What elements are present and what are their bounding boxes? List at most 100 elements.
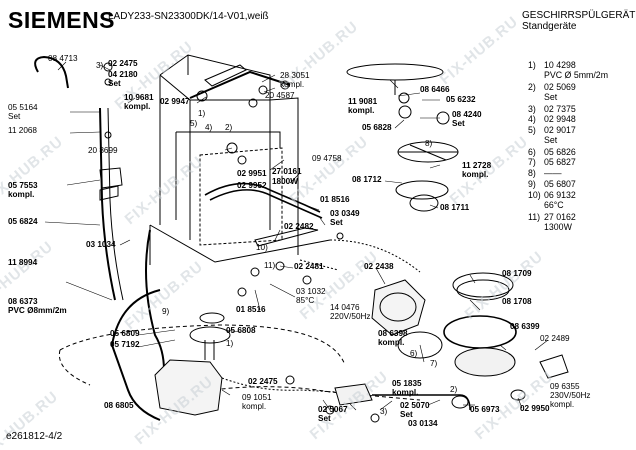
part-number-label[interactable]: 08 4713 [48, 54, 78, 63]
part-number-label[interactable]: 01 8516 [236, 305, 266, 314]
level-sensor [539, 354, 569, 379]
fill-hose-top [34, 55, 69, 89]
motor-face [379, 292, 417, 322]
legend-line: 05 6827 [544, 157, 576, 167]
part-number-label[interactable]: 05 5164 [8, 103, 38, 112]
part-number-label[interactable]: 05 6808 [226, 326, 256, 335]
small-part-14 [248, 98, 258, 108]
legend-line: 05 6826 [544, 147, 576, 157]
part-number-label[interactable]: 02 2475 [108, 59, 138, 68]
part-number-label[interactable]: 08 6373 [8, 297, 38, 306]
part-number-label[interactable]: 09 6355 [550, 382, 580, 391]
part-number-label[interactable]: 03 0349 [330, 209, 360, 218]
part-number-label[interactable]: 02 9951 [237, 169, 267, 178]
part-number-label[interactable]: 05 6232 [446, 95, 476, 104]
footnote-marker: 4) [205, 123, 213, 132]
small-part-3 [237, 155, 247, 165]
part-number-label[interactable]: 03 0134 [408, 419, 438, 428]
part-number-label[interactable]: 08 1708 [502, 297, 532, 306]
legend-num: 5) [528, 125, 536, 135]
part-number-label[interactable]: 10 9681 [124, 93, 154, 102]
part-number-label[interactable]: 02 9947 [160, 97, 190, 106]
part-number-label[interactable]: 09 1051 [242, 393, 272, 402]
legend-line: 10 4298 [544, 60, 576, 70]
circulation-motor [371, 279, 426, 336]
part-number-label[interactable]: 02 2475 [248, 377, 278, 386]
part-number-label[interactable]: 08 6398 [378, 329, 408, 338]
part-number-label[interactable]: 11 8994 [8, 258, 38, 267]
part-number-label[interactable]: 11 2728 [462, 161, 492, 170]
part-number-label[interactable]: 20 4587 [265, 91, 295, 100]
part-note: Set [400, 410, 413, 419]
model-designation: LADY233-SN23300DK/14-V01,weiß [108, 11, 269, 22]
part-note: 85°C [296, 296, 315, 305]
part-number-label[interactable]: 04 2180 [108, 70, 138, 79]
part-number-label[interactable]: 05 6809 [110, 329, 140, 338]
part-note: kompl. [280, 80, 305, 89]
part-number-label[interactable]: 09 4758 [312, 154, 342, 163]
footnote-marker: 6) [410, 349, 418, 358]
gasket-ring-2 [456, 279, 510, 301]
wiring-lower [221, 377, 337, 393]
gasket-ring-1 [452, 272, 514, 298]
part-number-label[interactable]: 08 6466 [420, 85, 450, 94]
part-note: PVC Ø8mm/2m [8, 306, 67, 315]
drain-hose-lower [110, 289, 161, 421]
legend-num: 1) [528, 60, 536, 70]
legend-num: 8) [528, 168, 536, 178]
part-number-label[interactable]: 02 5070 [400, 401, 430, 410]
part-number-label[interactable]: 02 2489 [540, 334, 570, 343]
wm-6: FIX-HUB.RU [122, 258, 207, 333]
small-part-8 [336, 232, 344, 240]
small-part-12 [398, 92, 410, 104]
part-number-label[interactable]: 02 2482 [284, 222, 314, 231]
part-number-label[interactable]: 08 4240 [452, 110, 482, 119]
part-number-label[interactable]: 05 7553 [8, 181, 38, 190]
part-number-label[interactable]: 08 1712 [352, 175, 382, 184]
part-number-label[interactable]: 03 1034 [86, 240, 116, 249]
part-note: kompl. [8, 190, 35, 199]
part-number-label[interactable]: 05 6973 [470, 405, 500, 414]
part-note: Set [330, 218, 343, 227]
part-note: kompl. [392, 388, 419, 397]
legend-line: PVC Ø 5mm/2m [544, 70, 609, 80]
part-number-label[interactable]: 05 6824 [8, 217, 38, 226]
part-number-label[interactable]: 08 6805 [104, 401, 134, 410]
wm-14: FIX-HUB.RU [462, 248, 547, 323]
small-part-6 [250, 267, 260, 277]
part-number-label[interactable]: 05 7192 [110, 340, 140, 349]
part-number-label[interactable]: 08 1711 [440, 203, 470, 212]
part-number-label[interactable]: 02 9950 [520, 404, 550, 413]
part-number-label[interactable]: 01 8516 [320, 195, 350, 204]
part-number-label[interactable]: 20 8699 [88, 146, 118, 155]
small-part-16 [258, 85, 268, 95]
part-number-label[interactable]: 02 9952 [237, 181, 267, 190]
footnote-marker: 1) [226, 339, 234, 348]
part-number-label[interactable]: 11 2068 [8, 126, 37, 135]
part-note: Set [108, 79, 121, 88]
tub-frame [159, 54, 299, 255]
part-number-label[interactable]: 08 1709 [502, 269, 532, 278]
legend-num: 11) [528, 212, 541, 222]
part-number-label[interactable]: 02 5067 [318, 405, 348, 414]
legend-line: 02 9017 [544, 125, 576, 135]
legend-line: Set [544, 135, 558, 145]
part-number-label[interactable]: 28 3051 [280, 71, 310, 80]
part-number-label[interactable]: 02 2481 [294, 262, 324, 271]
tub-inner-wall [199, 147, 283, 246]
filter-cup [409, 194, 439, 212]
part-note: Set [8, 112, 21, 121]
part-number-label[interactable]: 27 0161 [272, 167, 302, 176]
part-number-label[interactable]: 11 9081 [348, 97, 378, 106]
part-number-label[interactable]: 14 0476 [330, 303, 360, 312]
part-number-label[interactable]: 05 1835 [392, 379, 422, 388]
pump-seal [199, 312, 225, 324]
part-number-label[interactable]: 08 6399 [510, 322, 540, 331]
part-note: kompl. [124, 102, 151, 111]
part-number-label[interactable]: 03 1032 [296, 287, 326, 296]
part-number-label[interactable]: 02 2438 [364, 262, 394, 271]
part-number-label[interactable]: 05 6828 [362, 123, 392, 132]
filter-ring [395, 180, 449, 200]
legend-line: 02 5069 [544, 82, 576, 92]
legend-num: 4) [528, 114, 536, 124]
